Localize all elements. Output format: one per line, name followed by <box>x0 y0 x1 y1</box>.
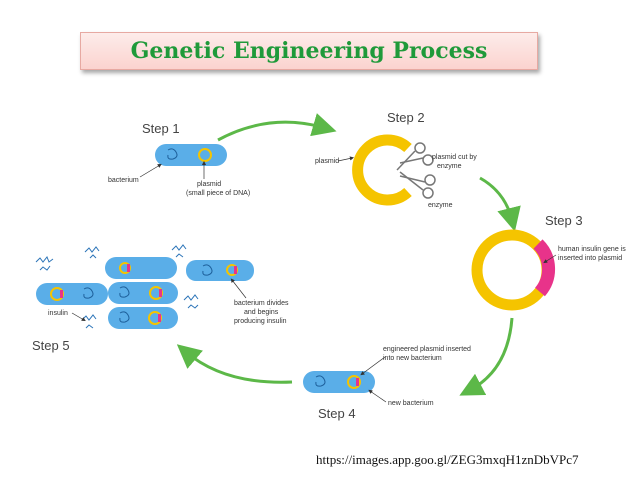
step1-bacterium <box>155 144 227 166</box>
step3-label: Step 3 <box>545 213 583 228</box>
step1-label: Step 1 <box>142 121 180 136</box>
arrow-step3-to-step4 <box>459 317 514 396</box>
plasmid-label: plasmid <box>197 181 221 188</box>
step5-label: Step 5 <box>32 338 70 353</box>
bacterium-label: bacterium <box>108 177 139 184</box>
bacterium-pointer <box>139 163 162 178</box>
divides-label-line1: bacterium divides <box>234 300 289 307</box>
plasmid2-label: plasmid <box>315 158 339 165</box>
engineered-label-line1: engineered plasmid inserted <box>383 346 471 353</box>
insulin-pointer <box>71 312 86 322</box>
arrow-step1-to-step2 <box>217 113 337 142</box>
engineered-label-line2: into new bacterium <box>383 355 442 362</box>
arrow-step4-to-step5 <box>176 344 293 384</box>
insulin-label: insulin <box>48 310 68 317</box>
cut-label-line1: plasmid cut by <box>432 154 477 161</box>
recombinant-plasmid <box>471 229 556 311</box>
divides-label-line2: and begins <box>244 309 279 316</box>
scissors-icon <box>396 142 436 199</box>
divides-label-line3: producing insulin <box>234 318 287 325</box>
cut-plasmid <box>352 134 412 206</box>
dividing-bacteria <box>36 257 254 329</box>
new-bacterium-pointer <box>368 389 387 403</box>
plasmid2-pointer <box>337 156 355 162</box>
new-bacterium <box>303 371 375 393</box>
step4-label: Step 4 <box>318 406 356 421</box>
page-title: Genetic Engineering Process <box>130 38 488 64</box>
cut-label-line2: enzyme <box>437 163 462 170</box>
engineered-pointer <box>360 356 386 376</box>
gene-label-line1: human insulin gene is <box>558 246 626 253</box>
insulin-molecules <box>35 244 199 329</box>
enzyme-label: enzyme <box>428 202 453 209</box>
gene-label-line2: inserted into plasmid <box>558 255 622 262</box>
source-url: https://images.app.goo.gl/ZEG3mxqH1znDbV… <box>316 452 579 467</box>
step2-label: Step 2 <box>387 110 425 125</box>
title-banner: Genetic Engineering Process <box>80 32 538 70</box>
insulin-gene <box>533 239 556 297</box>
plasmid-note: (small piece of DNA) <box>186 190 250 197</box>
gene-pointer <box>543 254 557 264</box>
divides-pointer <box>230 278 247 299</box>
arrow-step2-to-step3 <box>479 176 521 232</box>
new-bacterium-label: new bacterium <box>388 400 434 407</box>
